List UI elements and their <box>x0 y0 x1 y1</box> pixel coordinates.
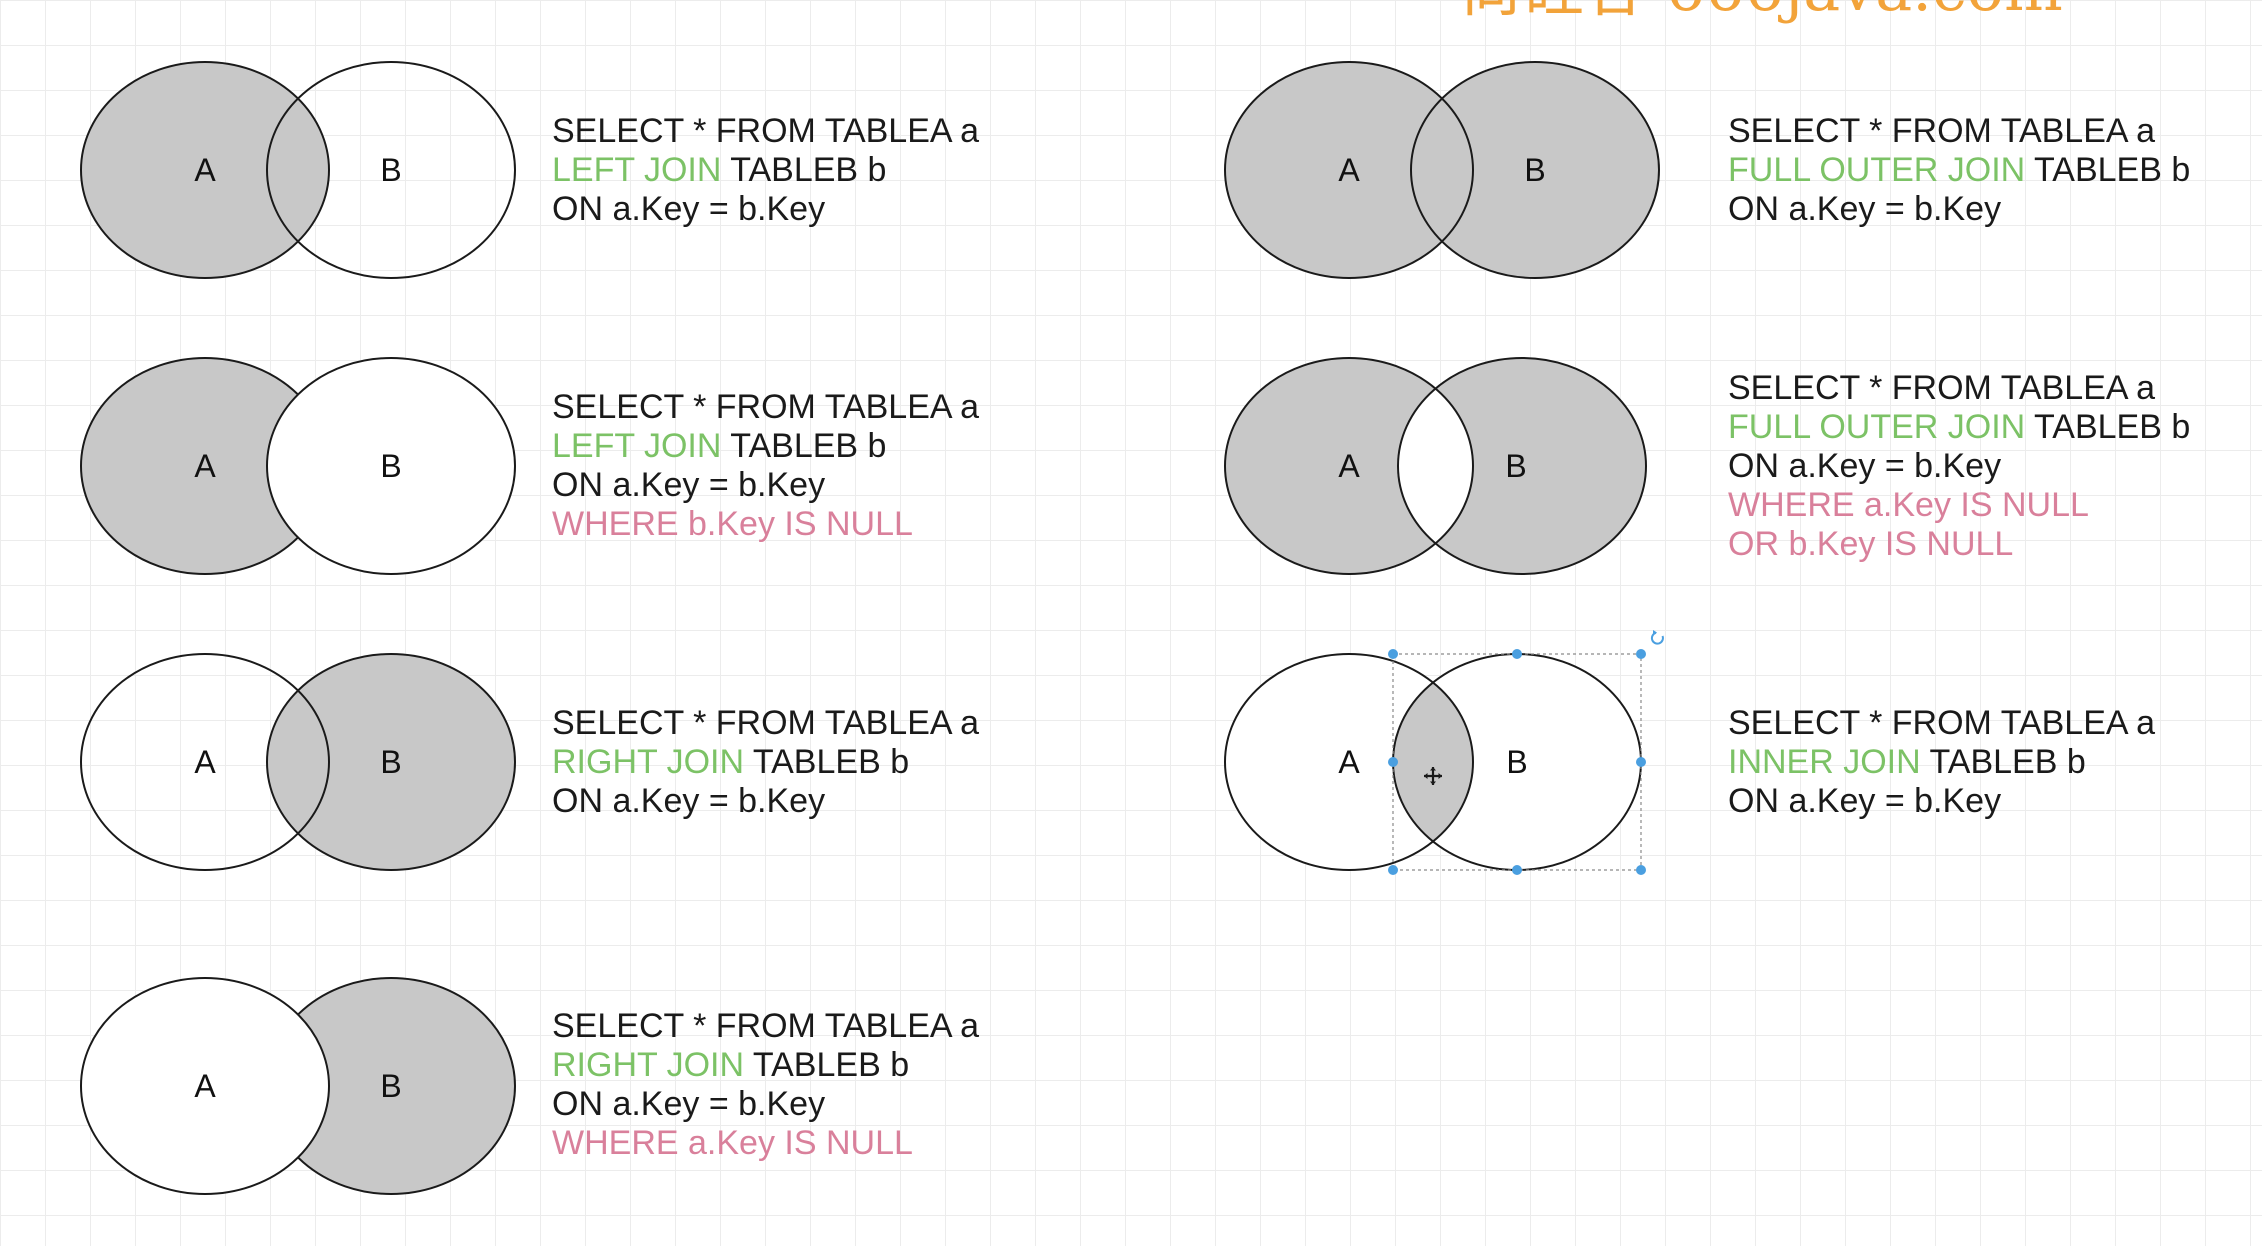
sql-join-keyword: INNER JOIN <box>1728 743 1921 781</box>
circle-b-outline <box>266 653 516 871</box>
venn-full-outer-join[interactable]: A B <box>1222 60 1662 280</box>
sql-join-keyword: RIGHT JOIN <box>552 1046 745 1084</box>
sql-right-join: SELECT * FROM TABLEA a RIGHT JOIN TABLEB… <box>552 704 979 821</box>
sql-join-keyword: LEFT JOIN <box>552 427 722 465</box>
resize-handle-left[interactable] <box>1388 757 1398 767</box>
sql-select-line: SELECT * FROM TABLEA a <box>1728 704 2156 742</box>
circle-a-outline <box>1224 357 1474 575</box>
rotate-handle-icon[interactable] <box>1650 630 1664 645</box>
sql-join-table: TABLEB b <box>1920 743 2086 781</box>
venn-left-join[interactable]: A B <box>78 60 518 280</box>
sql-select-line: SELECT * FROM TABLEA a <box>1728 369 2156 407</box>
sql-select-line: SELECT * FROM TABLEA a <box>552 1007 980 1045</box>
move-cursor-icon <box>1424 767 1442 785</box>
label-a: A <box>194 152 216 188</box>
resize-handle-top-right[interactable] <box>1636 649 1646 659</box>
sql-select-line: SELECT * FROM TABLEA a <box>552 704 980 742</box>
sql-inner-join: SELECT * FROM TABLEA a INNER JOIN TABLEB… <box>1728 704 2155 821</box>
sql-right-join-exclusive: SELECT * FROM TABLEA a RIGHT JOIN TABLEB… <box>552 1007 979 1163</box>
sql-join-table: TABLEB b <box>2025 408 2191 446</box>
sql-select-line: SELECT * FROM TABLEA a <box>552 388 980 426</box>
venn-right-join[interactable]: A B <box>78 652 518 872</box>
label-a: A <box>1338 448 1360 484</box>
circle-b[interactable] <box>266 357 516 575</box>
resize-handle-bottom-left[interactable] <box>1388 865 1398 875</box>
sql-on-line: ON a.Key = b.Key <box>1728 190 2002 228</box>
sql-join-keyword: FULL OUTER JOIN <box>1728 408 2026 446</box>
label-b: B <box>1505 448 1526 484</box>
circle-a[interactable] <box>1225 62 1473 278</box>
sql-join-line: INNER JOIN TABLEB b <box>1728 743 2155 782</box>
sql-on-line: ON a.Key = b.Key <box>552 190 826 228</box>
circle-a-outline <box>1224 653 1474 871</box>
intersection-fill <box>1393 654 1473 870</box>
label-b: B <box>380 1068 401 1104</box>
sql-join-line: LEFT JOIN TABLEB b <box>552 151 979 190</box>
venn-right-join-exclusive[interactable]: A B <box>78 976 518 1196</box>
sql-on-line: ON a.Key = b.Key <box>552 1085 826 1123</box>
sql-where-line: WHERE b.Key IS NULL <box>552 505 913 543</box>
watermark-text: 尚硅谷 666java.com <box>1460 0 2063 28</box>
label-b: B <box>380 744 401 780</box>
resize-handle-bottom-right[interactable] <box>1636 865 1646 875</box>
sql-join-table: TABLEB b <box>744 1046 910 1084</box>
label-b: B <box>1506 744 1527 780</box>
circle-b-outline[interactable] <box>266 61 516 279</box>
resize-handle-top-left[interactable] <box>1388 649 1398 659</box>
circle-a[interactable] <box>81 62 329 278</box>
sql-select-line: SELECT * FROM TABLEA a <box>1728 112 2156 150</box>
sql-on-line: ON a.Key = b.Key <box>552 466 826 504</box>
sql-where-line: WHERE a.Key IS NULL <box>552 1124 913 1162</box>
sql-join-keyword: FULL OUTER JOIN <box>1728 151 2026 189</box>
label-b: B <box>1524 152 1545 188</box>
resize-handle-bottom[interactable] <box>1512 865 1522 875</box>
sql-join-keyword: LEFT JOIN <box>552 151 722 189</box>
sql-on-line: ON a.Key = b.Key <box>1728 447 2002 485</box>
circle-b-outline <box>1397 357 1647 575</box>
sql-join-line: FULL OUTER JOIN TABLEB b <box>1728 151 2190 190</box>
sql-on-line: ON a.Key = b.Key <box>1728 782 2002 820</box>
circle-a-outline <box>80 61 330 279</box>
resize-handle-right[interactable] <box>1636 757 1646 767</box>
sql-on-line: ON a.Key = b.Key <box>552 782 826 820</box>
circle-a[interactable] <box>80 977 330 1195</box>
sql-where-or-line: OR b.Key IS NULL <box>1728 525 2014 563</box>
label-a: A <box>1338 152 1360 188</box>
label-a: A <box>1338 744 1360 780</box>
sql-join-table: TABLEB b <box>744 743 910 781</box>
circle-a-outline <box>1224 61 1474 279</box>
sql-join-keyword: RIGHT JOIN <box>552 743 745 781</box>
sql-where-line: WHERE a.Key IS NULL <box>1728 486 2089 524</box>
sql-join-line: RIGHT JOIN TABLEB b <box>552 743 979 782</box>
sql-join-line: FULL OUTER JOIN TABLEB b <box>1728 408 2190 447</box>
label-a: A <box>194 1068 216 1104</box>
sql-join-line: RIGHT JOIN TABLEB b <box>552 1046 979 1085</box>
circle-a[interactable] <box>1225 358 1473 574</box>
circle-b[interactable] <box>1411 62 1659 278</box>
circle-b-outline <box>1410 61 1660 279</box>
circle-b[interactable] <box>1398 358 1646 574</box>
sql-join-table: TABLEB b <box>2025 151 2191 189</box>
sql-full-outer-join: SELECT * FROM TABLEA a FULL OUTER JOIN T… <box>1728 112 2190 229</box>
label-a: A <box>194 744 216 780</box>
sql-left-join-exclusive: SELECT * FROM TABLEA a LEFT JOIN TABLEB … <box>552 388 979 544</box>
sql-join-table: TABLEB b <box>721 427 887 465</box>
circle-b[interactable] <box>267 654 515 870</box>
venn-full-outer-join-exclusive[interactable]: A B <box>1222 356 1662 576</box>
sql-join-line: LEFT JOIN TABLEB b <box>552 427 979 466</box>
circle-a-outline[interactable] <box>80 653 330 871</box>
venn-left-join-exclusive[interactable]: A B <box>78 356 518 576</box>
sql-left-join: SELECT * FROM TABLEA a LEFT JOIN TABLEB … <box>552 112 979 229</box>
sql-select-line: SELECT * FROM TABLEA a <box>552 112 980 150</box>
label-b: B <box>380 448 401 484</box>
sql-join-table: TABLEB b <box>721 151 887 189</box>
label-b: B <box>380 152 401 188</box>
venn-inner-join[interactable]: A B <box>1222 620 1664 880</box>
resize-handle-top[interactable] <box>1512 649 1522 659</box>
label-a: A <box>194 448 216 484</box>
sql-full-outer-join-exclusive: SELECT * FROM TABLEA a FULL OUTER JOIN T… <box>1728 369 2190 564</box>
